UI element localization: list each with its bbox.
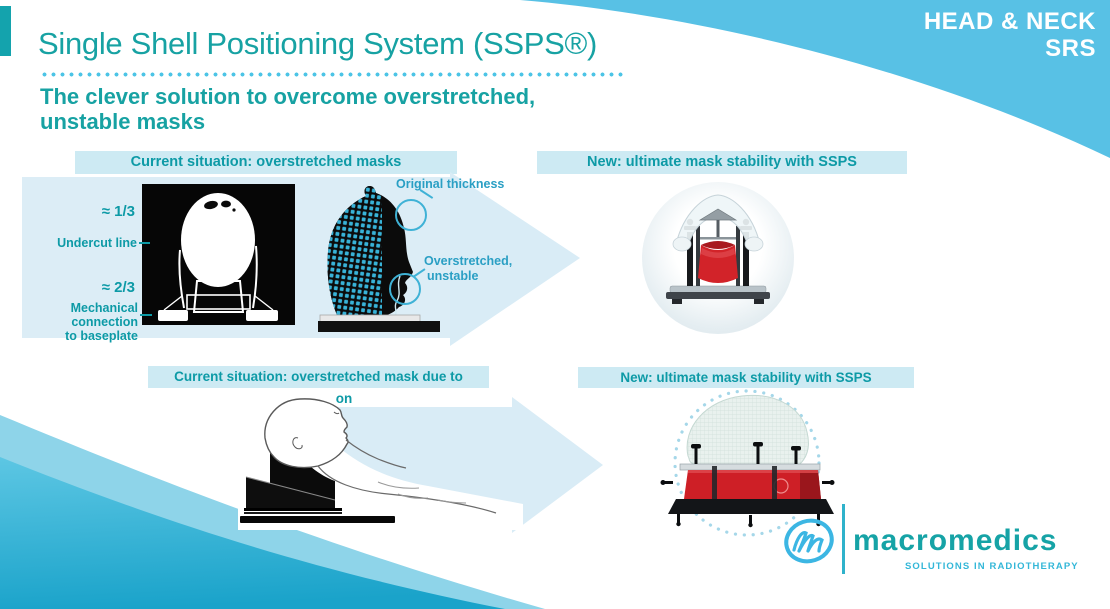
callout-circle-original	[395, 199, 427, 231]
logo-wordmark: macromedics	[853, 524, 1058, 557]
product-line-badge: HEAD & NECK SRS	[924, 8, 1096, 62]
subtitle-line2: unstable masks	[40, 109, 206, 134]
logo-divider	[842, 504, 845, 574]
page-subtitle: The clever solution to overcome overstre…	[40, 84, 535, 134]
row1-left-header: Current situation: overstretched masks	[75, 151, 457, 174]
row1-right-header: New: ultimate mask stability with SSPS	[537, 151, 907, 174]
callout-overstretched: Overstretched, unstable	[424, 254, 513, 283]
badge-line1: HEAD & NECK	[923, 8, 1096, 35]
dotted-ring	[673, 389, 821, 537]
front-mask-diagram	[142, 184, 295, 325]
corner-swoosh-bottom-left	[0, 415, 545, 609]
label-mechanical-connection: Mechanical connection to baseplate	[65, 301, 138, 343]
page-title: Single Shell Positioning System (SSPS®)	[38, 26, 598, 61]
label-fraction-bottom: ≈ 2/3	[101, 279, 135, 296]
label-undercut-line: Undercut line	[57, 236, 137, 250]
mechanical-pointer-line	[140, 314, 152, 316]
row2-right-header: New: ultimate mask stability with SSPS	[578, 367, 914, 388]
logo-mark-icon	[784, 518, 834, 564]
callout-circle-overstretched	[389, 273, 421, 305]
dotted-divider	[40, 72, 626, 77]
undercut-pointer-line	[139, 242, 150, 244]
ssps-inclined-device-photo	[660, 389, 835, 537]
label-fraction-top: ≈ 1/3	[101, 203, 135, 220]
reclined-head-illustration	[238, 390, 523, 530]
ssps-device-drawing	[666, 194, 770, 304]
row2-left-header: Current situation: overstretched mask du…	[148, 366, 489, 406]
corner-swoosh-top-right	[520, 0, 1110, 158]
logo-tagline: SOLUTIONS IN RADIOTHERAPY	[905, 561, 1079, 572]
callout-original-thickness: Original thickness	[396, 177, 505, 191]
arrow-right-icon	[450, 172, 580, 346]
ssps-device-photo	[642, 182, 794, 334]
subtitle-line1: The clever solution to overcome overstre…	[40, 84, 536, 109]
accent-bar	[0, 6, 11, 56]
badge-line2: SRS	[1045, 35, 1096, 62]
